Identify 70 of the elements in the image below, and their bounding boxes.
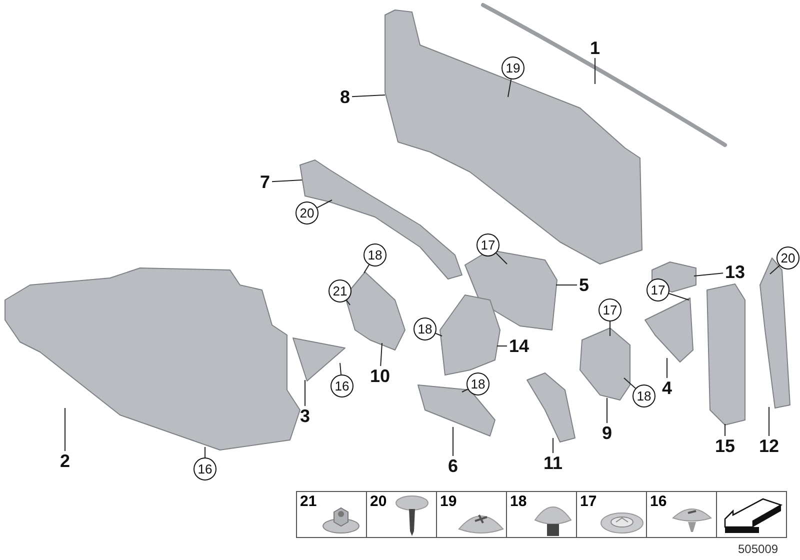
triangle-plate xyxy=(292,338,346,382)
underbody-panel xyxy=(4,268,300,450)
callout-number: 20 xyxy=(776,246,800,270)
leader-line xyxy=(380,342,382,366)
callout-number: 10 xyxy=(370,367,390,385)
callout-number: 17 xyxy=(598,298,622,322)
bracket xyxy=(300,160,462,280)
insulation-panel xyxy=(464,250,558,330)
callout-number: 13 xyxy=(724,263,746,281)
part-number: 19 xyxy=(440,494,457,509)
leader-line xyxy=(272,180,302,182)
leader-line xyxy=(508,78,512,98)
leader-line xyxy=(668,293,690,300)
callout-number: 17 xyxy=(646,278,670,302)
callout-number: 3 xyxy=(300,407,310,425)
callout-number: 17 xyxy=(476,234,500,256)
callout-number: 16 xyxy=(330,374,354,398)
insulation-panel xyxy=(706,284,746,426)
callout-number: 18 xyxy=(364,244,386,266)
seal-strip xyxy=(481,3,727,147)
leader-line xyxy=(694,272,724,276)
leader-line xyxy=(666,358,668,378)
leader-line xyxy=(594,58,596,84)
leader-line xyxy=(435,332,442,336)
part-number: 20 xyxy=(370,494,387,509)
callout-number: 11 xyxy=(543,454,563,472)
callout-number: 7 xyxy=(260,173,270,191)
callout-number: 8 xyxy=(340,88,350,106)
callout-number: 18 xyxy=(414,318,436,340)
callout-number: 4 xyxy=(662,379,672,397)
callout-number: 12 xyxy=(758,437,780,455)
callout-number: 1 xyxy=(590,39,600,57)
part-number: 21 xyxy=(300,494,317,509)
callout-number: 2 xyxy=(60,452,70,470)
leader-line xyxy=(64,408,66,452)
leader-line xyxy=(364,264,370,274)
leader-line xyxy=(552,438,554,454)
leader-line xyxy=(340,362,342,376)
callout-number: 18 xyxy=(466,372,490,396)
leader-line xyxy=(452,426,454,456)
callout-number: 16 xyxy=(194,458,216,480)
leader-line xyxy=(304,380,306,406)
leader-line xyxy=(316,200,332,208)
leader-line xyxy=(724,424,726,436)
leader-line xyxy=(556,284,578,286)
insulation-pad xyxy=(580,328,630,400)
callout-number: 6 xyxy=(448,457,458,475)
part-number: 17 xyxy=(580,494,597,509)
callout-number: 18 xyxy=(632,384,656,408)
leader-line xyxy=(606,398,608,424)
diagram-number: 505009 xyxy=(738,542,778,556)
part-number: 18 xyxy=(510,494,527,509)
callout-number: 21 xyxy=(328,280,352,302)
leader-line xyxy=(204,446,206,458)
leader-line xyxy=(624,378,636,389)
callout-number: 15 xyxy=(714,437,736,455)
leader-line xyxy=(346,300,350,306)
bracket xyxy=(644,298,694,362)
insulation-pad xyxy=(526,372,576,442)
bulkhead-panel xyxy=(384,10,642,264)
callout-number: 5 xyxy=(579,276,589,294)
leader-line xyxy=(496,252,508,264)
callout-number: 20 xyxy=(296,202,318,224)
callout-number: 9 xyxy=(602,424,612,442)
leader-line xyxy=(352,94,386,98)
leader-line xyxy=(768,406,770,436)
part-number: 16 xyxy=(650,494,667,509)
callout-number: 14 xyxy=(508,337,530,355)
insulation-pad xyxy=(440,294,500,376)
leader-line xyxy=(770,265,780,274)
